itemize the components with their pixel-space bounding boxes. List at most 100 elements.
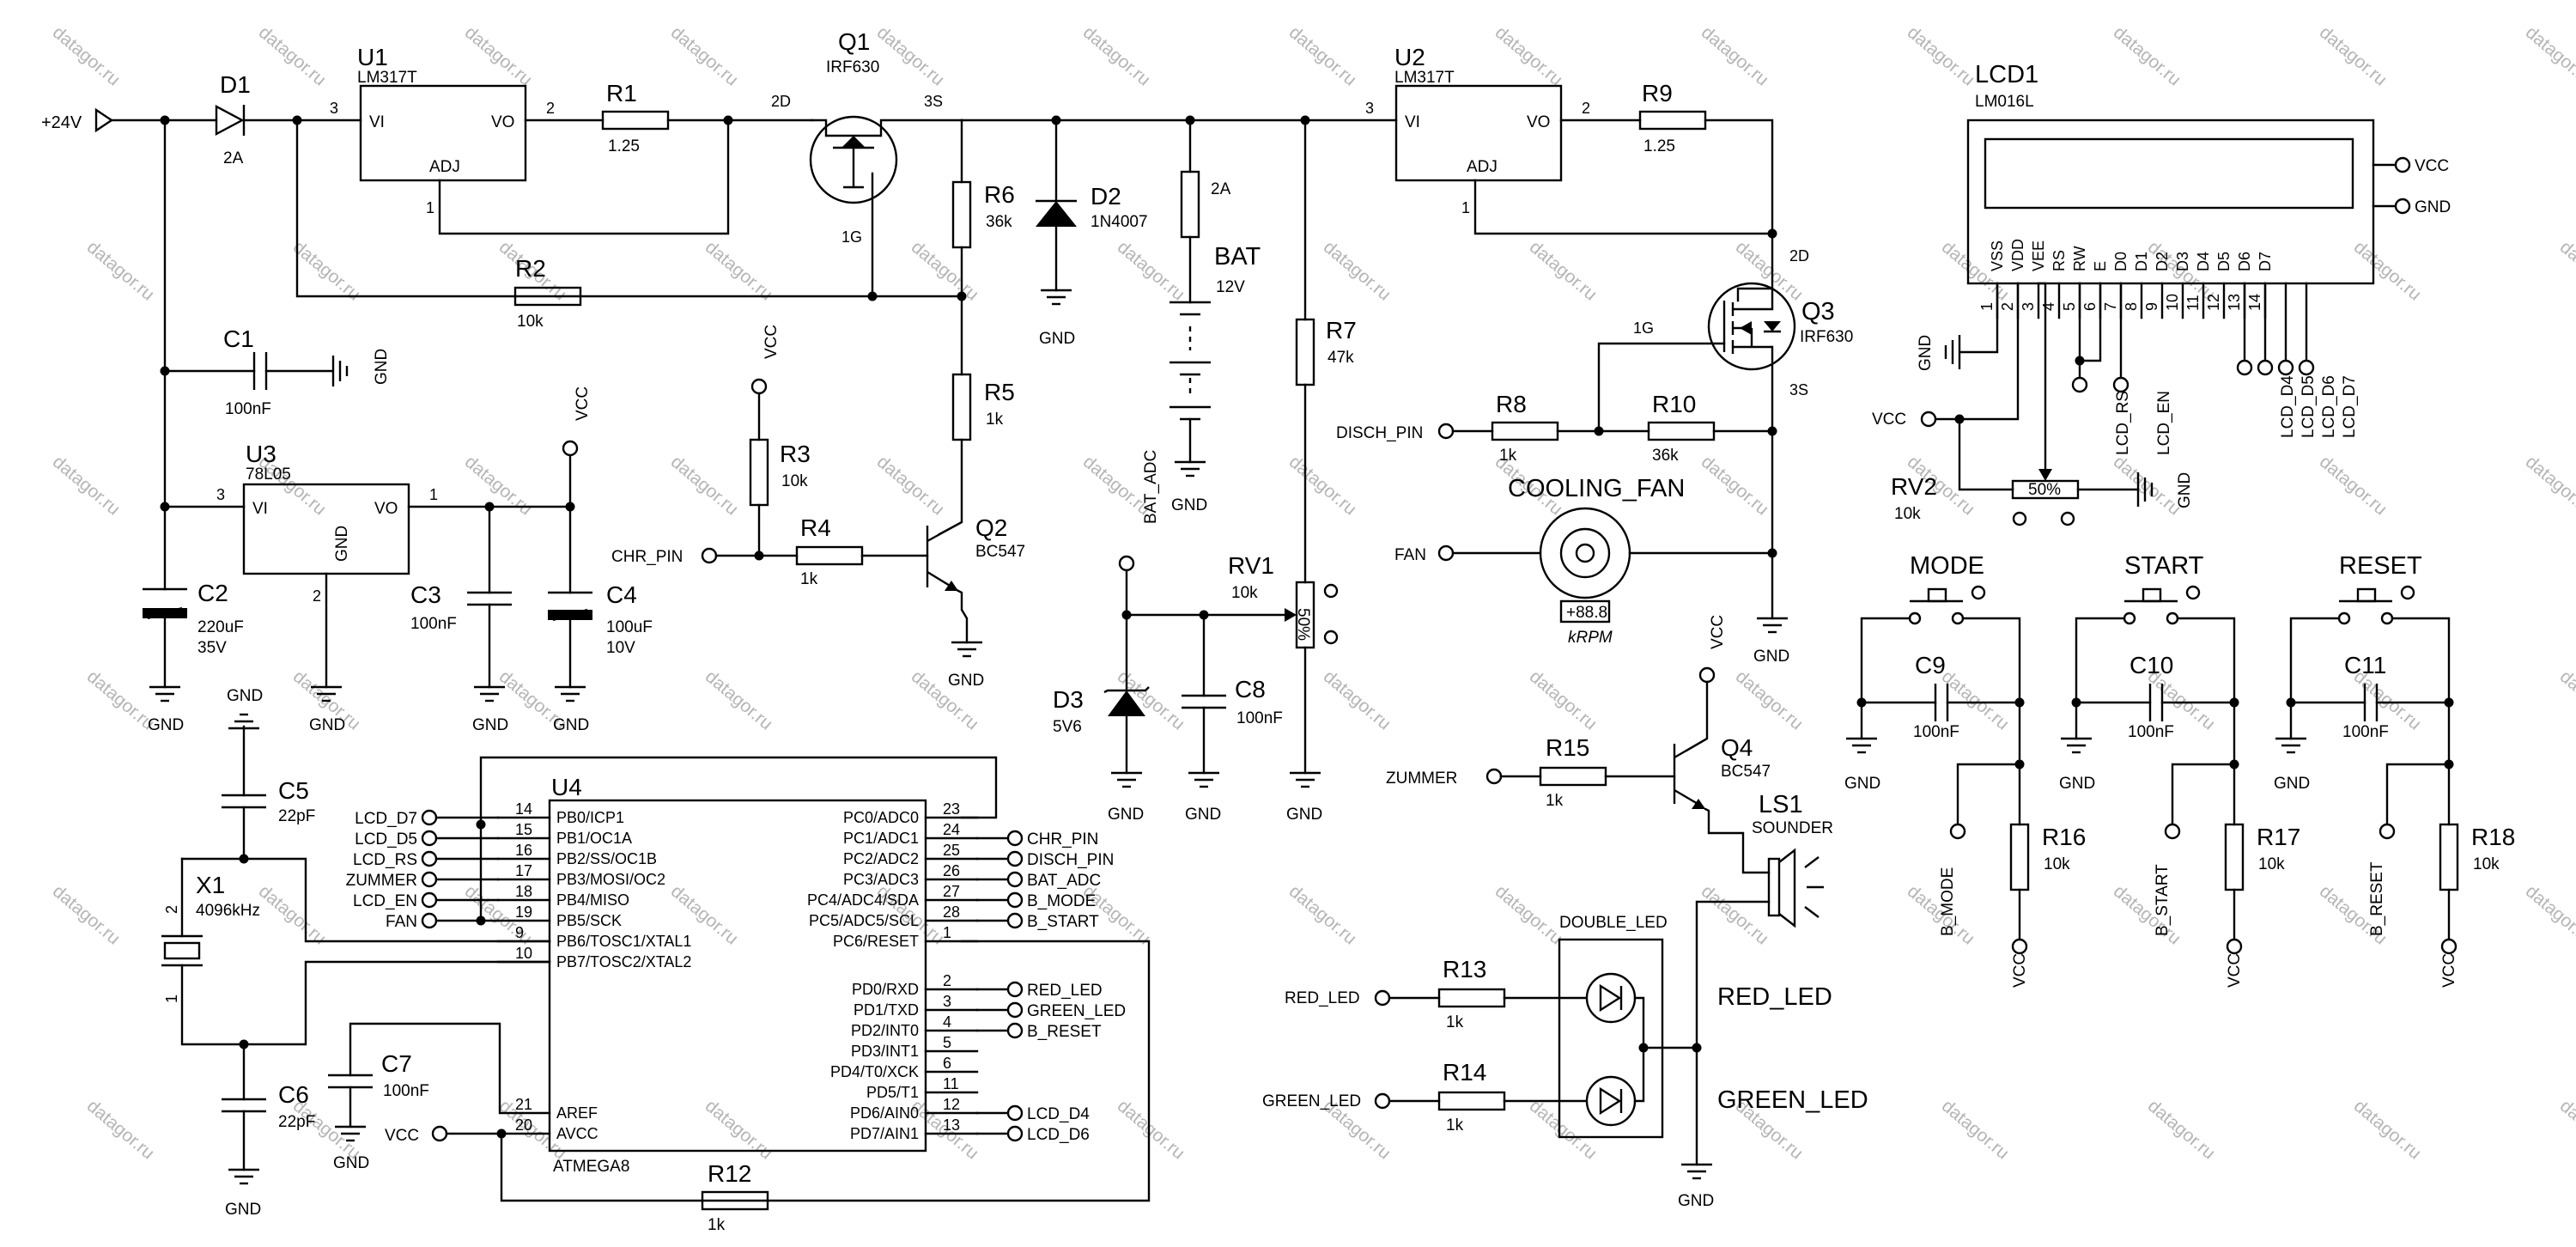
q4-ref: Q4 xyxy=(1721,734,1753,761)
atmega8-chip xyxy=(548,799,927,1153)
gnd-label-c4: GND xyxy=(553,716,589,734)
u1-adj-label: ADJ xyxy=(429,158,460,176)
gnd-label: GND xyxy=(1844,775,1880,793)
u1-vi-label: VI xyxy=(369,113,385,131)
lcd-en-net-label: LCD_EN xyxy=(2155,391,2173,455)
mcu-pin-number: 5 xyxy=(943,1034,951,1051)
buzzer-section: VCC Q4 BC547 ZUMMER R15 1k LS1 SOUNDER G… xyxy=(1386,615,1833,1210)
d1-ref: D1 xyxy=(220,71,251,98)
mcu-pin-name: PC3/ADC3 xyxy=(843,871,919,888)
vcc-label: VCC xyxy=(2011,953,2029,988)
resistor-ref: R16 xyxy=(2042,824,2086,850)
rv2-ref: RV2 xyxy=(1891,473,1937,500)
lcd-pin-number: 6 xyxy=(2081,302,2099,311)
cooling-fan-title: COOLING_FAN xyxy=(1508,475,1685,502)
mcu-net-label: LCD_D5 xyxy=(355,830,417,849)
button-net-label: B_START xyxy=(2154,864,2172,936)
mcu-pin-name: PC2/ADC2 xyxy=(843,850,919,867)
r9-value: 1.25 xyxy=(1643,137,1675,155)
vcc-label-u3: VCC xyxy=(574,386,592,421)
watermark-text: datagor.ru xyxy=(873,22,948,89)
watermark-text: datagor.ru xyxy=(2110,881,2184,948)
power-input-section: +24V D1 2A U1 LM317T VI VO ADJ 3 2 1 R1 … xyxy=(41,28,963,508)
q3-ref: Q3 xyxy=(1801,298,1835,325)
u1-pin3: 3 xyxy=(330,100,338,117)
watermark-text: datagor.ru xyxy=(255,881,330,948)
gnd-label-lcd: GND xyxy=(2415,198,2451,216)
lcd-pin-number: 10 xyxy=(2164,294,2181,311)
chr-pin-label: CHR_PIN xyxy=(611,548,683,566)
net-terminal xyxy=(1006,830,1024,847)
u2-vo-label: VO xyxy=(1527,113,1550,131)
ls1-ref: LS1 xyxy=(1759,791,1803,818)
net-terminal xyxy=(421,871,438,888)
x1-pin1: 1 xyxy=(163,995,180,1003)
gnd-label-c1: GND xyxy=(373,349,391,385)
capacitor-value: 100nF xyxy=(1913,723,1959,741)
lcd-pin-number: 14 xyxy=(2246,294,2263,311)
lcd1-ref: LCD1 xyxy=(1975,61,2038,88)
lcd1-module xyxy=(1966,119,2375,285)
mcu-pin-number: 14 xyxy=(515,800,532,818)
mcu-pin-number: 13 xyxy=(943,1116,960,1134)
mcu-pin-name: PB2/SS/OC1B xyxy=(556,850,657,867)
r2-value: 10k xyxy=(517,313,544,331)
watermark-text: datagor.ru xyxy=(49,22,124,89)
u4-ref: U4 xyxy=(551,774,582,800)
watermark-text: datagor.ru xyxy=(83,237,158,304)
d2-value: 1N4007 xyxy=(1091,213,1148,231)
u2-value: LM317T xyxy=(1394,69,1455,87)
mcu-pin-name: PD0/RXD xyxy=(852,981,919,998)
lcd-pin-number: 9 xyxy=(2143,302,2160,311)
lcd-pin-name: RS xyxy=(2050,250,2068,271)
lcd-pin-name: VSS xyxy=(1989,240,2006,271)
q1-pin1: 1G xyxy=(841,228,862,246)
d1-value: 2A xyxy=(223,149,244,167)
mcu-pin-number: 16 xyxy=(515,842,532,859)
r12-ref: R12 xyxy=(708,1160,751,1187)
r6-ref: R6 xyxy=(984,181,1015,208)
r13-ref: R13 xyxy=(1443,956,1486,982)
mcu-pin-name: PC0/ADC0 xyxy=(843,809,919,826)
gnd-label-d3: GND xyxy=(1108,806,1144,824)
r7-resistor xyxy=(1295,318,1315,386)
net-terminal xyxy=(421,891,438,909)
watermark-text: datagor.ru xyxy=(1492,22,1566,89)
button-title: RESET xyxy=(2339,552,2422,580)
watermark-text: datagor.ru xyxy=(2522,22,2576,89)
gnd-label-d2: GND xyxy=(1039,330,1075,348)
u3-pin1: 1 xyxy=(429,486,438,503)
mcu-pin-number: 19 xyxy=(515,903,532,921)
bat-ref: BAT xyxy=(1214,243,1261,271)
r9-resistor xyxy=(1638,110,1707,131)
lcd-pin-number: 4 xyxy=(2040,302,2057,311)
r9-ref: R9 xyxy=(1642,80,1673,106)
mcu-pin-number: 23 xyxy=(943,800,960,818)
mcu-pin-number: 4 xyxy=(943,1013,951,1031)
resistor-ref: R17 xyxy=(2257,824,2300,850)
watermark-text: datagor.ru xyxy=(1526,1096,1601,1163)
c2-voltage: 35V xyxy=(197,639,227,657)
q1-ref: Q1 xyxy=(838,28,870,55)
r8-resistor xyxy=(1491,421,1559,441)
mcu-net-label: BAT_ADC xyxy=(1027,872,1101,890)
ls1-sounder xyxy=(1767,857,1781,917)
mcu-pin-name: PB0/ICP1 xyxy=(556,809,624,826)
lcd-pin-name: D6 xyxy=(2236,252,2253,271)
mcu-net-label: CHR_PIN xyxy=(1027,830,1098,849)
r15-value: 1k xyxy=(1546,792,1564,810)
watermark-text: datagor.ru xyxy=(1938,1096,2013,1163)
net-terminal xyxy=(421,850,438,867)
fan-rpm-display xyxy=(1559,599,1611,624)
capacitor-value: 100nF xyxy=(2342,723,2389,741)
mcu-pin-name: PD3/INT1 xyxy=(851,1043,919,1060)
u3-pin2: 2 xyxy=(313,587,321,605)
resistor-ref: R18 xyxy=(2471,824,2515,850)
u3-gnd-label: GND xyxy=(333,526,351,562)
mcu-pin-name: PC1/ADC1 xyxy=(843,830,919,847)
mcu-net-label: ZUMMER xyxy=(346,872,417,890)
mcu-pin-name: PB6/TOSC1/XTAL1 xyxy=(556,933,691,950)
q2-value: BC547 xyxy=(975,543,1025,561)
d3-value: 5V6 xyxy=(1053,718,1082,736)
double-led-box xyxy=(1558,938,1664,1139)
